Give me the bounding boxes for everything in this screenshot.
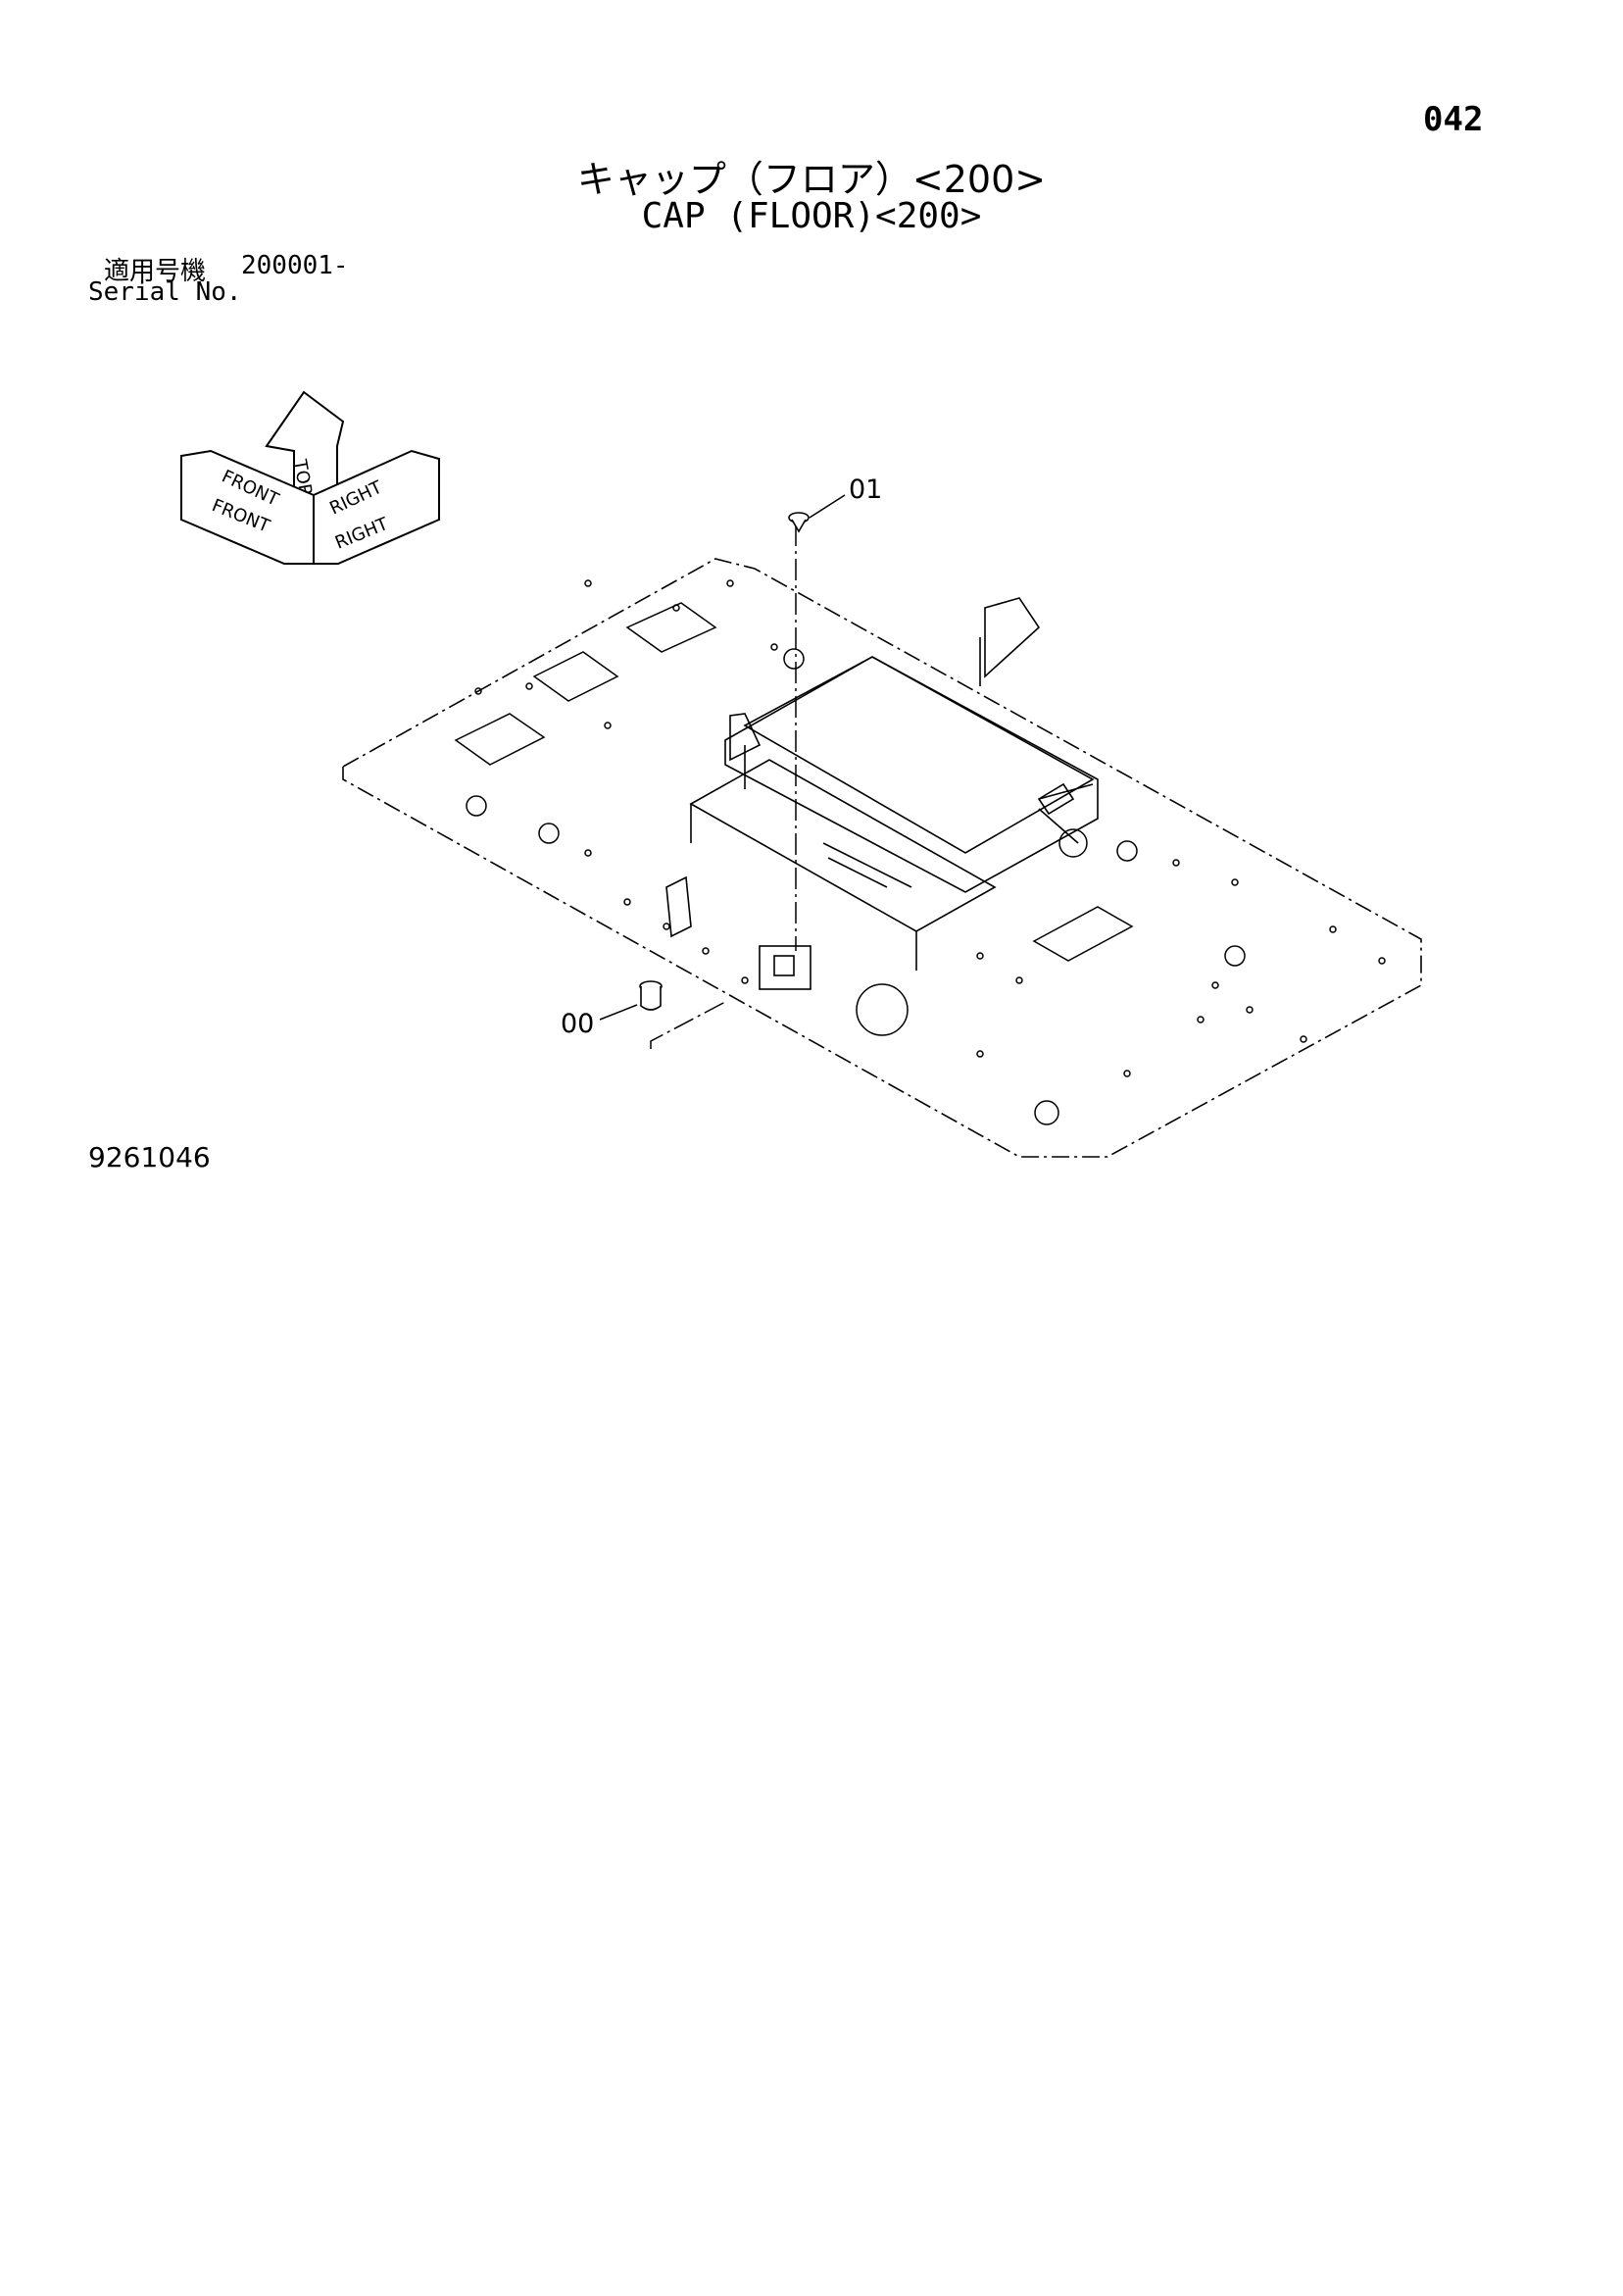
serial-range: 200001- <box>241 251 349 280</box>
parts-diagram: TOP FRONT FRONT RIGHT RIGHT <box>180 390 1422 1158</box>
seat-stand <box>665 597 1099 990</box>
exploded-lines <box>650 524 797 1049</box>
title-english: CAP (FLOOR)<200> <box>641 196 982 236</box>
floor-plate <box>342 558 1422 1158</box>
floor-cutouts <box>454 602 1246 1125</box>
plug-part-00-icon <box>639 980 663 1011</box>
bolt-holes <box>474 579 1386 1077</box>
callout-leaders <box>599 494 846 1021</box>
drawing-number: 9261046 <box>88 1141 211 1173</box>
page-number: 042 <box>1423 100 1484 139</box>
orientation-indicator: TOP FRONT FRONT RIGHT RIGHT <box>180 390 440 565</box>
title-japanese: キャップ（フロア）<200> <box>576 158 1047 201</box>
callout-01: 01 <box>849 474 882 505</box>
cap-part-01-icon <box>788 512 810 533</box>
serial-label-english: Serial No. <box>88 277 242 307</box>
callout-00: 00 <box>561 1009 594 1039</box>
serial-label-japanese: 適用号機 <box>104 257 207 286</box>
